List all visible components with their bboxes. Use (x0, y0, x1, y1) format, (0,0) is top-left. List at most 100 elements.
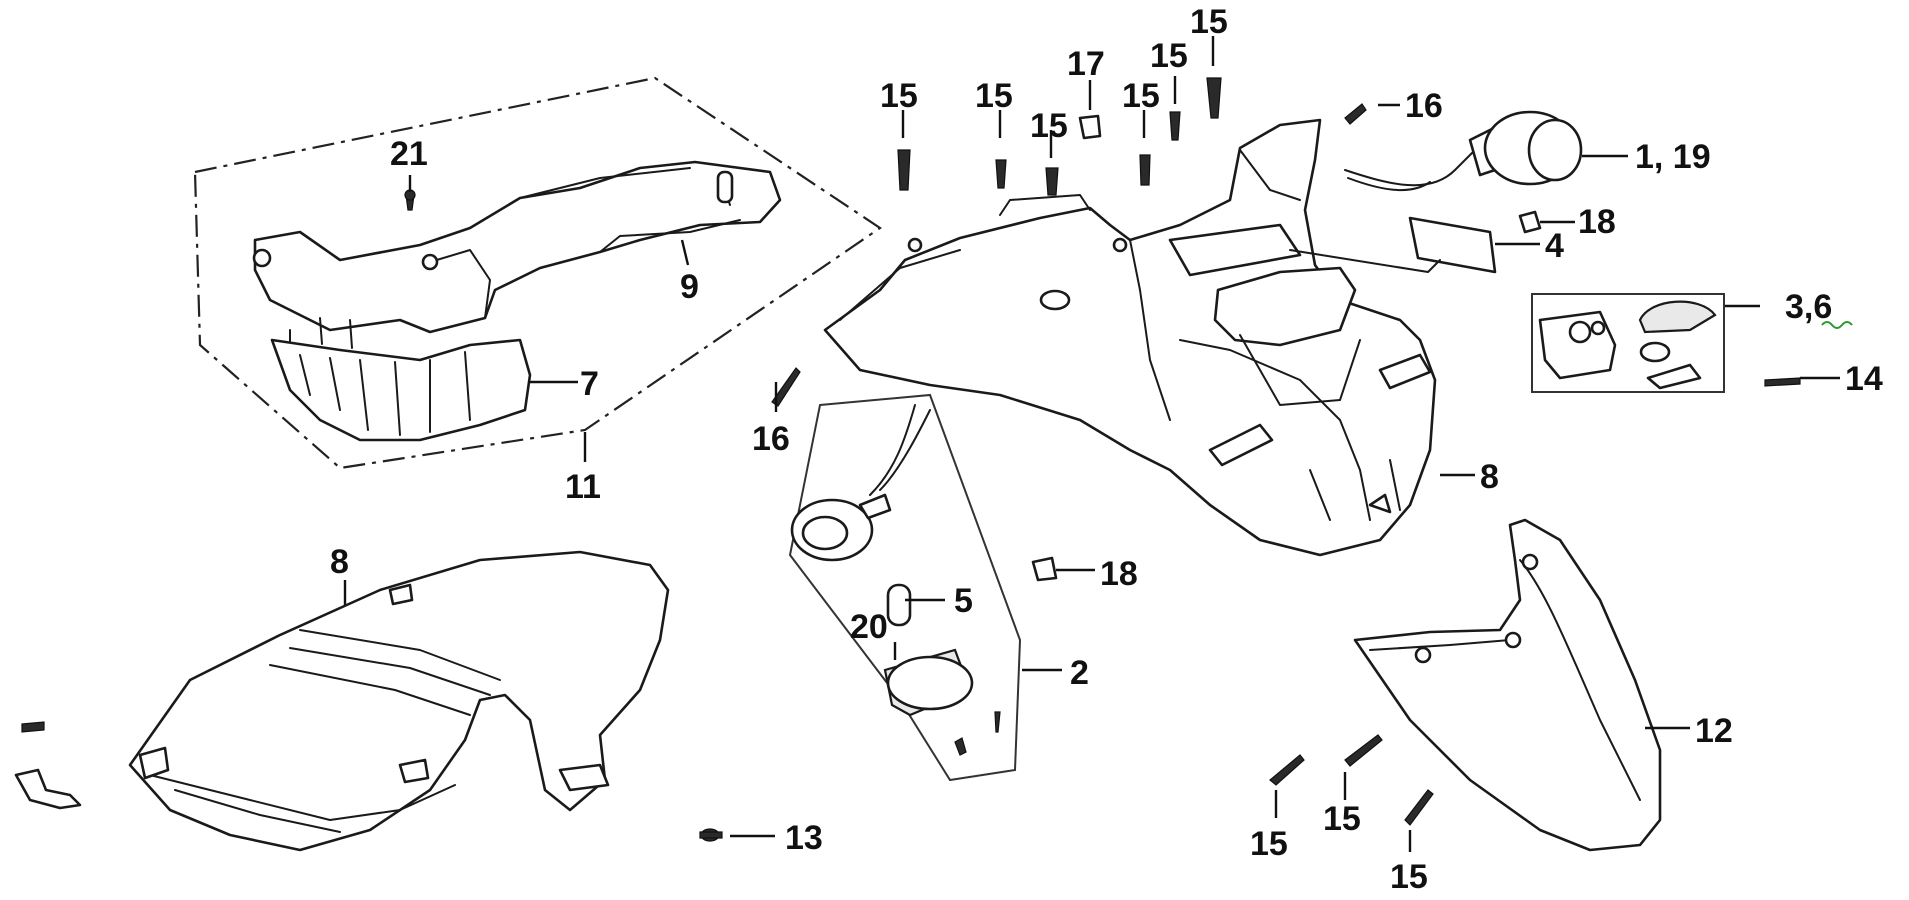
small-screw (21, 721, 45, 733)
callout-20: 20 (850, 608, 888, 646)
splash-guard-12 (1353, 518, 1690, 852)
callout-15: 15 (1250, 825, 1288, 863)
fender-clip-left (138, 746, 170, 780)
callout-12: 12 (1695, 712, 1733, 750)
callout-2: 2 (1070, 654, 1089, 692)
callout-5: 5 (954, 582, 973, 620)
callout-9: 9 (680, 268, 699, 306)
rear-fender-8-upper (823, 118, 1475, 557)
part-8-lower-fender (128, 550, 670, 852)
callout-15: 15 (1030, 107, 1068, 145)
part-9-rear-bracket (253, 160, 782, 334)
part-6-lens (1638, 300, 1717, 334)
turn-signal-1-19 (1344, 103, 1628, 192)
part-18-nut-top (1518, 210, 1542, 234)
callout-18: 18 (1100, 555, 1138, 593)
callout-18: 18 (1578, 203, 1616, 241)
fender-hole (1039, 289, 1071, 311)
fender-clip-right (558, 763, 610, 792)
screw-15b (995, 159, 1007, 189)
screw-15e (1169, 111, 1181, 141)
screw-15c (1045, 167, 1059, 196)
part-1-19-lens (1527, 118, 1583, 182)
fender-slot-left (1208, 423, 1274, 467)
screw-15a (897, 149, 911, 191)
callout-13: 13 (785, 819, 823, 857)
screw-15i (1404, 789, 1434, 826)
license-light-3-6 (1531, 293, 1853, 393)
screw-15h (1344, 734, 1383, 767)
screw-15d (1139, 154, 1151, 186)
guard-hole (1414, 646, 1432, 664)
assembly-11-group (193, 76, 882, 470)
tail-light-2-group (771, 367, 1062, 782)
guard-hole (1504, 631, 1522, 649)
bracket-slot (716, 170, 734, 204)
callout-14: 14 (1845, 360, 1883, 398)
part-20-lens-face (886, 655, 974, 711)
callout-8: 8 (1480, 458, 1499, 496)
callout-1-19: 1, 19 (1635, 138, 1711, 176)
fender-light-housing (1213, 266, 1357, 347)
screw-14 (1764, 377, 1801, 387)
callout-7: 7 (580, 365, 599, 403)
part-8-rear-fender-body (823, 118, 1437, 557)
part-5-bulb (886, 583, 912, 627)
part-3-6-box (1531, 293, 1725, 393)
fender-notch (1368, 493, 1392, 514)
fender-tab (388, 583, 414, 606)
callout-15: 15 (1190, 3, 1228, 41)
fender-hole (907, 237, 923, 253)
callout-labels: 15 15 15 17 15 15 15 16 1, 19 18 4 3,6 1… (330, 3, 1883, 896)
callout-21: 21 (390, 135, 428, 173)
part-7-lower-cover (270, 338, 532, 442)
callout-15: 15 (1122, 77, 1160, 115)
screw-2b (954, 737, 967, 756)
fender-slot-right (1378, 353, 1432, 390)
callout-15: 15 (1323, 800, 1361, 838)
part-12-splash-guard (1353, 518, 1662, 852)
callout-11: 11 (565, 468, 601, 506)
part-2-outline (788, 393, 1022, 782)
leader-9 (680, 239, 690, 266)
part-18-nut-mid (1031, 556, 1058, 582)
part-2-socket-inner (801, 515, 849, 551)
screws-15-top (897, 36, 1222, 196)
assembly-11-boundary (193, 76, 882, 470)
guard-hole (1521, 553, 1539, 571)
part-4-reflector (1408, 216, 1497, 274)
spellcheck-underline (1821, 321, 1853, 329)
fender-clip-mid (398, 758, 430, 784)
rear-fender-8-lower (14, 550, 670, 852)
screw-2a (994, 711, 1001, 733)
screw-16-top (1344, 103, 1367, 125)
nut-18-mid (1031, 556, 1095, 582)
callout-16: 16 (752, 420, 790, 458)
lamp-socket-pin (1590, 320, 1606, 336)
screw-13 (699, 831, 723, 839)
lamp-bulb (1639, 341, 1671, 363)
parts-18-4 (1289, 210, 1575, 274)
callout-3-6: 3,6 (1785, 288, 1832, 326)
callout-15: 15 (1390, 858, 1428, 896)
callout-16: 16 (1405, 87, 1443, 125)
screws-15-bottom (1269, 734, 1434, 852)
part-17-clip (1078, 114, 1102, 140)
lamp-socket (1568, 320, 1592, 344)
small-bracket (14, 768, 82, 810)
callout-17: 17 (1067, 45, 1105, 83)
bracket-hole (421, 253, 439, 271)
screw-15f (1206, 77, 1222, 119)
screw-13-group (699, 828, 775, 842)
lamp-gasket (1646, 363, 1702, 390)
bracket-hole (252, 248, 272, 268)
socket-tab (858, 493, 892, 520)
fender-plate-mount (1168, 223, 1302, 277)
fender-hole (1112, 237, 1128, 253)
callout-15: 15 (1150, 37, 1188, 75)
callout-15: 15 (880, 77, 918, 115)
callout-8: 8 (330, 543, 349, 581)
callout-15: 15 (975, 77, 1013, 115)
screw-15g (1269, 754, 1305, 786)
